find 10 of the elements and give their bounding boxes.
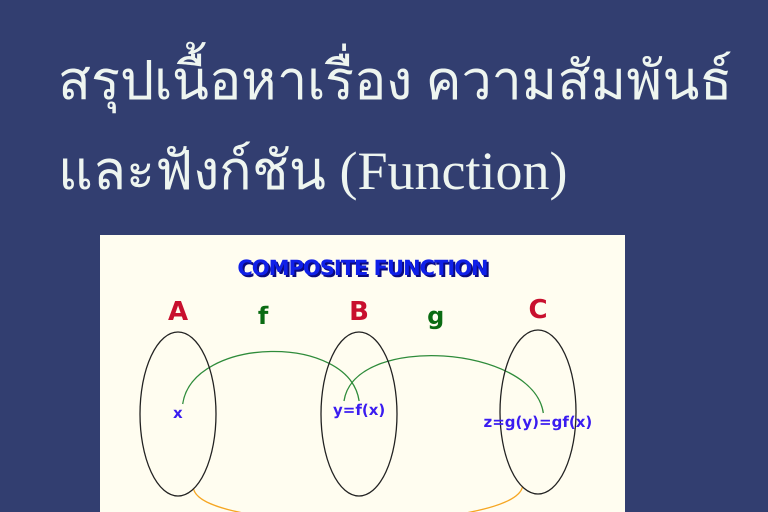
mapping-arc: [182, 350, 360, 404]
element-label: y=f(x): [333, 401, 386, 419]
set-name: C: [527, 295, 549, 325]
mapping-arc: [343, 355, 544, 414]
title: สรุปเนื้อหาเรื่อง ความสัมพันธ์ และฟังก์ชัน (Function): [58, 36, 748, 216]
set-name: A: [166, 297, 190, 327]
mapping-arc: [193, 486, 523, 512]
set-name: B: [348, 297, 370, 327]
element-label: x: [173, 404, 183, 422]
diagram-heading: COMPOSITE FUNCTION: [236, 255, 489, 281]
